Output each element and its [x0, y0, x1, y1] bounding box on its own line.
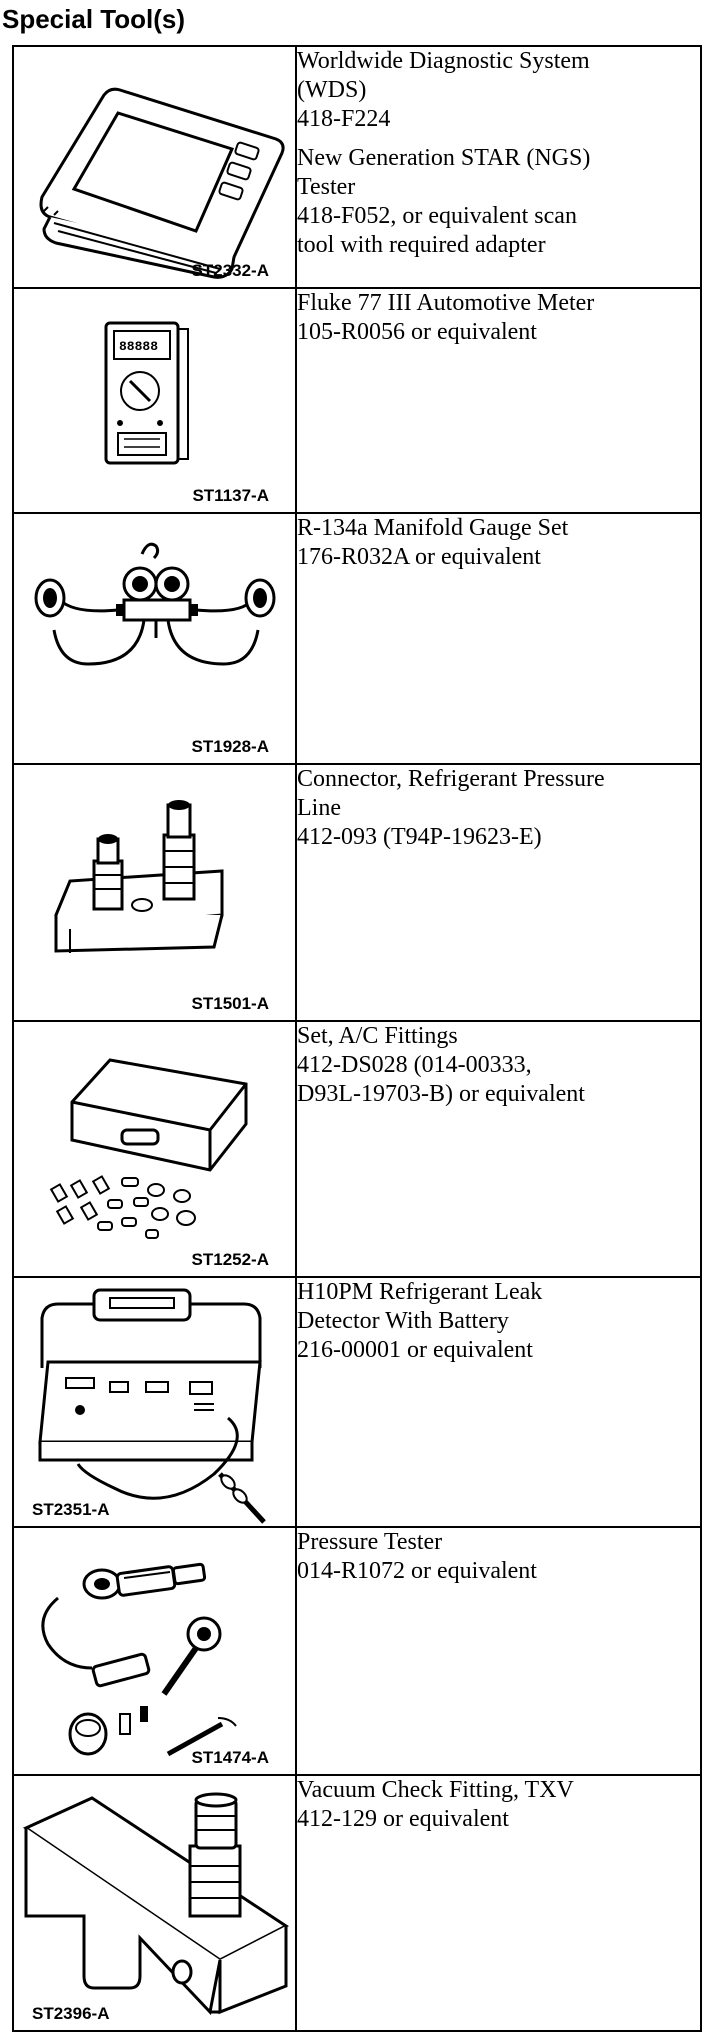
- tool-code: ST2351-A: [32, 1500, 110, 1519]
- tool-row: ST2351-A H10PM Refrigerant Leak Detector…: [12, 1276, 702, 1528]
- tool-description: Worldwide Diagnostic System (WDS) 418-F2…: [295, 45, 702, 289]
- multimeter-icon: 88888: [104, 321, 189, 465]
- tool-description: Set, A/C Fittings 412-DS028 (014-00333, …: [295, 1020, 702, 1278]
- tool-row: ST1474-A Pressure Tester 014-R1072 or eq…: [12, 1526, 702, 1776]
- tool-row: ST1928-A R-134a Manifold Gauge Set 176-R…: [12, 512, 702, 765]
- tool-description: Fluke 77 III Automotive Meter 105-R0056 …: [295, 287, 702, 514]
- tool-line: 412-129 or equivalent: [297, 1806, 509, 1832]
- tool-line: 412-093 (T94P-19623-E): [297, 824, 542, 850]
- tool-paragraph: H10PM Refrigerant Leak Detector With Bat…: [297, 1278, 700, 1365]
- tool-line: 176-R032A or equivalent: [297, 544, 541, 570]
- vacuum-fitting-icon: [22, 1792, 289, 2016]
- tool-paragraph: Worldwide Diagnostic System (WDS) 418-F2…: [297, 47, 700, 134]
- tool-illustration-cell: 88888 ST1137-A: [12, 287, 297, 514]
- tool-description: R-134a Manifold Gauge Set 176-R032A or e…: [295, 512, 702, 765]
- tool-line: (WDS): [297, 77, 367, 103]
- tool-line: Pressure Tester: [297, 1529, 443, 1555]
- tool-code: ST2332-A: [191, 261, 269, 280]
- page-title: Special Tool(s): [2, 4, 185, 34]
- tool-code: ST1474-A: [191, 1748, 269, 1767]
- tool-illustration-cell: ST1474-A: [12, 1526, 297, 1776]
- tool-code: ST2396-A: [32, 2004, 110, 2023]
- leak-detector-icon: [38, 1288, 266, 1524]
- tool-code: ST1501-A: [191, 994, 269, 1013]
- tool-row: ST1252-A Set, A/C Fittings 412-DS028 (01…: [12, 1020, 702, 1278]
- tool-illustration-cell: ST1252-A: [12, 1020, 297, 1278]
- tool-line: 105-R0056 or equivalent: [297, 319, 537, 345]
- tool-illustration-cell: ST2351-A: [12, 1276, 297, 1528]
- tool-illustration-cell: ST1928-A: [12, 512, 297, 765]
- tool-code: ST1252-A: [191, 1250, 269, 1269]
- tool-row: ST2332-A Worldwide Diagnostic System (WD…: [12, 45, 702, 289]
- tool-line: Set, A/C Fittings: [297, 1023, 458, 1049]
- tool-line: Vacuum Check Fitting, TXV: [297, 1777, 574, 1803]
- tool-line: Fluke 77 III Automotive Meter: [297, 290, 595, 316]
- tool-code: ST1137-A: [192, 486, 269, 505]
- tool-row: ST2396-A Vacuum Check Fitting, TXV 412-1…: [12, 1774, 702, 2032]
- tool-paragraph: R-134a Manifold Gauge Set 176-R032A or e…: [297, 514, 700, 572]
- tool-line: 014-R1072 or equivalent: [297, 1558, 537, 1584]
- manifold-gauge-icon: [34, 542, 276, 666]
- tool-line: D93L-19703-B) or equivalent: [297, 1081, 585, 1107]
- tool-line: Connector, Refrigerant Pressure: [297, 766, 605, 792]
- tool-description: H10PM Refrigerant Leak Detector With Bat…: [295, 1276, 702, 1528]
- tool-line: Line: [297, 795, 341, 821]
- tool-paragraph: Vacuum Check Fitting, TXV 412-129 or equ…: [297, 1776, 700, 1834]
- tool-line: 418-F052, or equivalent scan: [297, 203, 577, 229]
- svg-text:88888: 88888: [119, 339, 158, 354]
- tool-description: Connector, Refrigerant Pressure Line 412…: [295, 763, 702, 1022]
- tool-code: ST1928-A: [191, 737, 269, 756]
- tool-line: Detector With Battery: [297, 1308, 509, 1334]
- tool-line: Worldwide Diagnostic System: [297, 48, 590, 74]
- tool-line: Tester: [297, 174, 356, 200]
- tool-line: 412-DS028 (014-00333,: [297, 1052, 532, 1078]
- tool-paragraph: Set, A/C Fittings 412-DS028 (014-00333, …: [297, 1022, 700, 1109]
- tool-description: Pressure Tester 014-R1072 or equivalent: [295, 1526, 702, 1776]
- fittings-case-icon: [49, 1058, 248, 1239]
- tool-paragraph: Fluke 77 III Automotive Meter 105-R0056 …: [297, 289, 700, 347]
- tool-line: 216-00001 or equivalent: [297, 1337, 533, 1363]
- tool-line: New Generation STAR (NGS): [297, 145, 591, 171]
- tool-line: R-134a Manifold Gauge Set: [297, 515, 569, 541]
- tool-illustration-cell: ST2332-A: [12, 45, 297, 289]
- tool-paragraph: Connector, Refrigerant Pressure Line 412…: [297, 765, 700, 852]
- tool-line: tool with required adapter: [297, 232, 546, 258]
- pressure-tester-icon: [41, 1562, 237, 1757]
- tool-row: 88888 ST1137-A Fluke 77 III Automotive M…: [12, 287, 702, 514]
- pressure-connector-icon: [54, 800, 224, 953]
- tool-line: 418-F224: [297, 106, 391, 132]
- tool-line: H10PM Refrigerant Leak: [297, 1279, 543, 1305]
- scan-tool-icon: [39, 87, 285, 279]
- tool-row: ST1501-A Connector, Refrigerant Pressure…: [12, 763, 702, 1022]
- tool-illustration-cell: ST1501-A: [12, 763, 297, 1022]
- tool-paragraph: New Generation STAR (NGS) Tester 418-F05…: [297, 144, 700, 260]
- tool-illustration-cell: ST2396-A: [12, 1774, 297, 2032]
- tool-paragraph: Pressure Tester 014-R1072 or equivalent: [297, 1528, 700, 1586]
- special-tools-table: ST2332-A Worldwide Diagnostic System (WD…: [12, 45, 702, 2032]
- tool-description: Vacuum Check Fitting, TXV 412-129 or equ…: [295, 1774, 702, 2032]
